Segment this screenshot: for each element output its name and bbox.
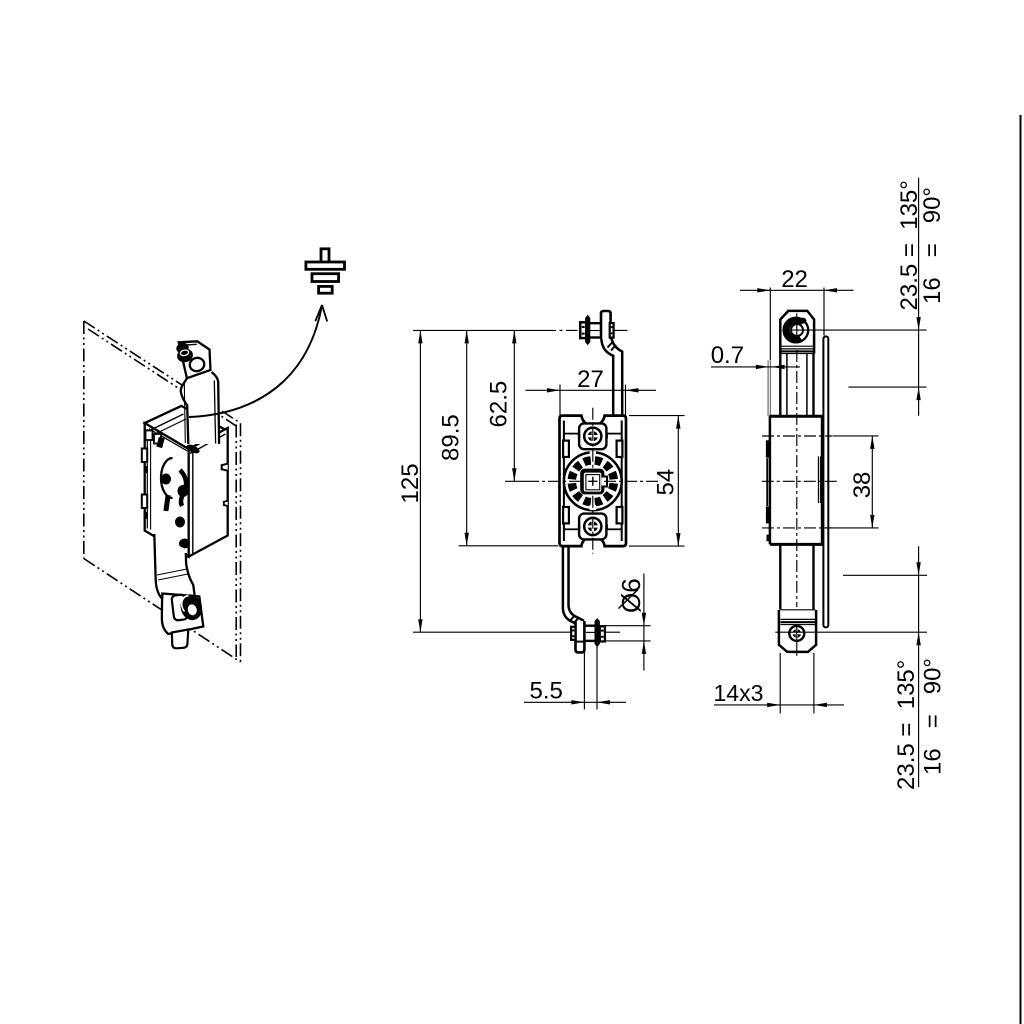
- svg-text:125: 125: [397, 463, 424, 503]
- svg-text:89.5: 89.5: [438, 414, 465, 461]
- svg-text:27: 27: [577, 366, 604, 393]
- svg-text:62.5: 62.5: [486, 381, 513, 428]
- svg-text:54: 54: [653, 469, 680, 496]
- svg-text:16 = 90°: 16 = 90°: [920, 658, 947, 775]
- svg-text:22: 22: [781, 266, 808, 293]
- svg-text:38: 38: [849, 472, 876, 499]
- svg-text:23.5 = 135°: 23.5 = 135°: [896, 180, 923, 310]
- svg-text:0.7: 0.7: [711, 342, 744, 369]
- svg-text:16 = 90°: 16 = 90°: [919, 187, 946, 304]
- svg-text:14x3: 14x3: [714, 680, 764, 706]
- svg-text:5.5: 5.5: [530, 677, 563, 704]
- svg-text:23.5 = 135°: 23.5 = 135°: [893, 660, 920, 790]
